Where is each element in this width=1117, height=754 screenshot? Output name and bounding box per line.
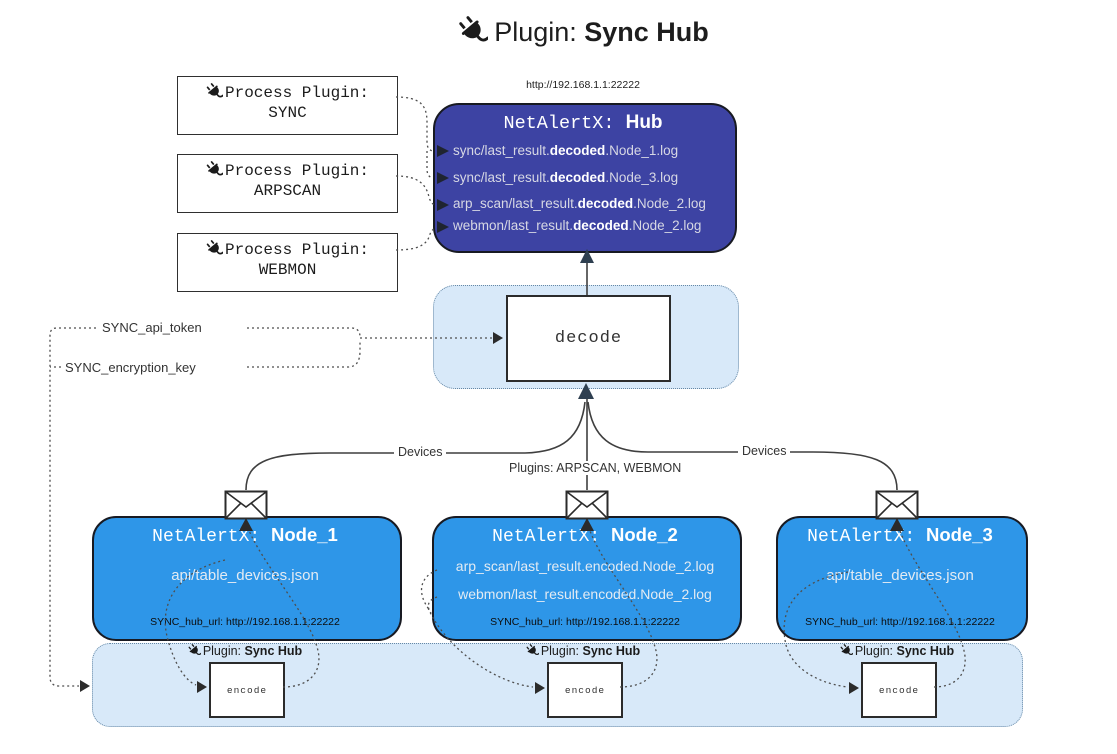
plug-icon bbox=[838, 642, 855, 659]
hub-url-label: http://192.168.1.1:22222 bbox=[526, 79, 640, 91]
devices-left-label: Devices bbox=[394, 445, 447, 459]
node-1-box bbox=[92, 516, 402, 641]
encode-box: encode bbox=[861, 662, 937, 718]
process-plugin-name: WEBMON bbox=[258, 261, 317, 279]
band-plugin-label: Plugin: Sync Hub bbox=[483, 642, 683, 659]
envelope-icon bbox=[565, 490, 609, 520]
encode-box: encode bbox=[547, 662, 623, 718]
band-plugin-label: Plugin: Sync Hub bbox=[797, 642, 997, 659]
envelope-icon bbox=[224, 490, 268, 520]
plug-icon bbox=[204, 81, 225, 103]
devices-right-label: Devices bbox=[738, 444, 791, 458]
hub-log-line: sync/last_result.decoded.Node_3.log bbox=[453, 170, 679, 185]
hub-log-line: webmon/last_result.decoded.Node_2.log bbox=[453, 218, 702, 233]
sync-encryption-key-label: SYNC_encryption_key bbox=[62, 360, 199, 375]
decode-box: decode bbox=[506, 295, 671, 382]
plugins-mid-label: Plugins: ARPSCAN, WEBMON bbox=[505, 461, 686, 475]
process-plugin-label: Process Plugin: bbox=[224, 241, 370, 259]
node-1-hub-url: SYNC_hub_url: http://192.168.1.1:22222 bbox=[150, 616, 340, 628]
node-2-file: webmon/last_result.encoded.Node_2.log bbox=[458, 586, 712, 602]
node-3-hub-url: SYNC_hub_url: http://192.168.1.1:22222 bbox=[805, 616, 995, 628]
plug-icon bbox=[204, 238, 225, 260]
hub-title-prefix: NetAlertX: bbox=[503, 113, 626, 134]
node-2-hub-url: SYNC_hub_url: http://192.168.1.1:22222 bbox=[490, 616, 680, 628]
page-title-bold: Sync Hub bbox=[584, 17, 709, 47]
hub-title-bold: Hub bbox=[625, 112, 663, 133]
plug-icon bbox=[204, 159, 225, 181]
node-1-file: api/table_devices.json bbox=[171, 567, 319, 584]
node-1-title: NetAlertX: Node_1 bbox=[152, 524, 338, 547]
sync-api-token-label: SYNC_api_token bbox=[99, 320, 205, 335]
envelope-icon bbox=[875, 490, 919, 520]
plug-icon bbox=[186, 642, 203, 659]
process-plugin-sync-box: Process Plugin: SYNC bbox=[177, 76, 398, 135]
plug-icon bbox=[455, 12, 492, 51]
plug-icon bbox=[524, 642, 541, 659]
process-plugin-name: SYNC bbox=[268, 104, 307, 122]
encode-box: encode bbox=[209, 662, 285, 718]
process-plugin-label: Process Plugin: bbox=[224, 162, 370, 180]
process-plugin-label: Process Plugin: bbox=[224, 84, 370, 102]
process-plugin-arpscan-box: Process Plugin: ARPSCAN bbox=[177, 154, 398, 213]
node-2-file: arp_scan/last_result.encoded.Node_2.log bbox=[455, 558, 715, 574]
page-title-prefix: Plugin: bbox=[494, 17, 585, 47]
node-3-file: api/table_devices.json bbox=[826, 567, 974, 584]
hub-log-line: sync/last_result.decoded.Node_1.log bbox=[453, 143, 679, 158]
band-plugin-label: Plugin: Sync Hub bbox=[145, 642, 345, 659]
hub-box bbox=[433, 103, 737, 253]
page-title: Plugin: Sync Hub bbox=[50, 12, 1117, 51]
process-plugin-name: ARPSCAN bbox=[253, 182, 322, 200]
hub-log-line: arp_scan/last_result.decoded.Node_2.log bbox=[453, 196, 706, 211]
process-plugin-webmon-box: Process Plugin: WEBMON bbox=[177, 233, 398, 292]
node-3-title: NetAlertX: Node_3 bbox=[807, 524, 993, 547]
node-2-title: NetAlertX: Node_2 bbox=[492, 524, 678, 547]
hub-title: NetAlertX: Hub bbox=[433, 111, 733, 134]
